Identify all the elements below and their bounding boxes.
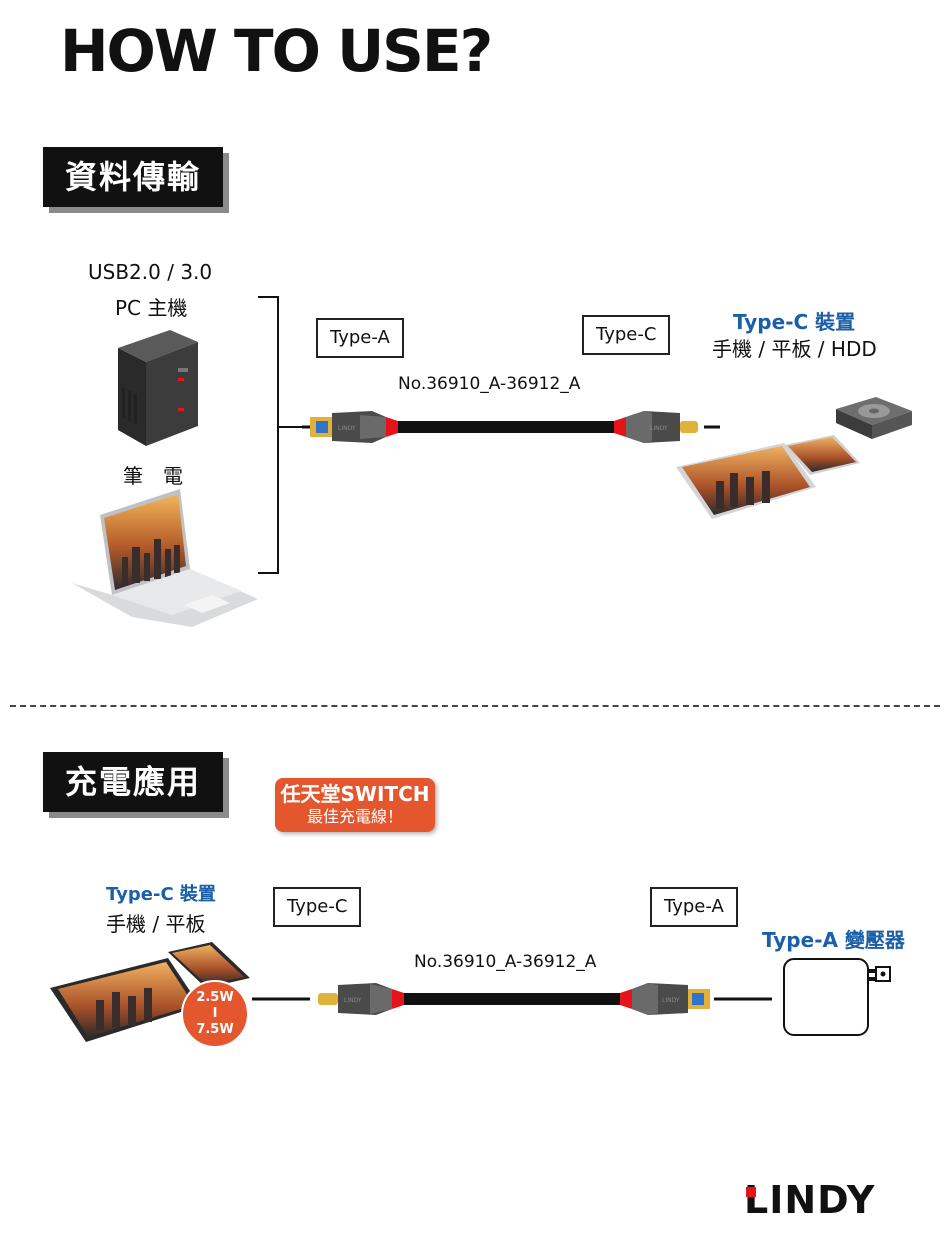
- cable-model-label-charging: No.36910_A-36912_A: [414, 952, 597, 972]
- switch-promo-badge: 任天堂SWITCH 最佳充電線！: [275, 778, 435, 832]
- power-max: 7.5W: [196, 1022, 234, 1037]
- section-tag-data-transfer: 資料傳輸: [43, 147, 224, 207]
- connector-label-type-a-charging: Type-A: [650, 887, 738, 927]
- connector-label-type-c-charging: Type-C: [273, 887, 362, 927]
- pc-label-line2: PC 主機: [115, 296, 188, 320]
- power-min: 2.5W: [196, 990, 234, 1005]
- adapter-label: Type-A 變壓器: [762, 928, 905, 952]
- laptop-icon: [72, 489, 258, 627]
- typec-device-list-charging: 手機 / 平板: [106, 912, 206, 936]
- page-title: HOW TO USE?: [60, 17, 493, 85]
- connector-label-type-c: Type-C: [582, 315, 671, 355]
- pc-label-line1: USB2.0 / 3.0: [88, 260, 213, 284]
- charging-power-badge: 2.5W I 7.5W: [181, 980, 249, 1048]
- laptop-label: 筆 電: [123, 464, 183, 488]
- typec-device-title-charging: Type-C 裝置: [106, 884, 216, 905]
- promo-line1: 任天堂SWITCH: [280, 782, 430, 806]
- power-adapter-icon: [783, 958, 891, 1036]
- section-tag-charging: 充電應用: [43, 752, 224, 812]
- usb-cable-c-to-a: LINDY LINDY: [252, 983, 772, 1015]
- promo-line2: 最佳充電線！: [306, 807, 403, 826]
- brand-logo: LINDY: [744, 1178, 875, 1222]
- plug-logo-label: LINDY: [662, 997, 680, 1004]
- typec-device-list: 手機 / 平板 / HDD: [712, 337, 877, 361]
- plug-logo-label: LINDY: [650, 425, 668, 432]
- brand-logo-red-square: [746, 1187, 756, 1197]
- brand-logo-text: LINDY: [744, 1178, 876, 1222]
- typec-device-title: Type-C 裝置: [733, 310, 856, 334]
- plug-logo-label: LINDY: [344, 997, 362, 1004]
- connector-label-type-a: Type-A: [316, 318, 404, 358]
- plug-logo-label: LINDY: [338, 425, 356, 432]
- cable-model-label: No.36910_A-36912_A: [398, 374, 581, 394]
- pc-tower-icon: [118, 330, 198, 446]
- source-bracket: [258, 296, 304, 574]
- typec-devices-icon: [676, 397, 912, 519]
- charging-devices-icon: [50, 942, 250, 1042]
- section-divider: [10, 705, 940, 707]
- power-separator: I: [212, 1006, 218, 1021]
- usb-cable-a-to-c: LINDY LINDY: [302, 411, 720, 443]
